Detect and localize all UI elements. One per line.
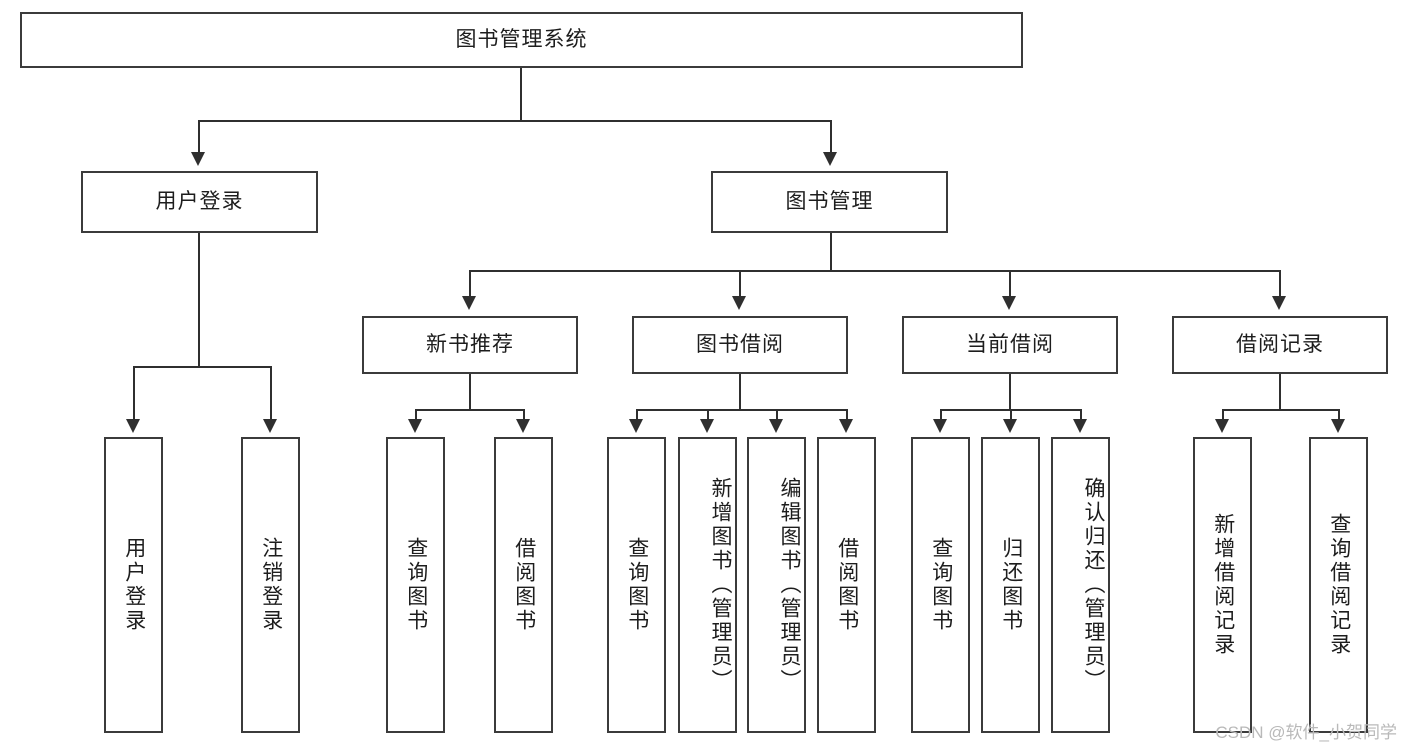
leaf-user-login-logout[interactable]: 注销登录 [241,437,300,733]
edge-drop-br-leaf-2 [1338,409,1340,421]
edge-drop-leaf-logout [270,366,272,421]
arrow-down-icon-cb-leaf-3 [1073,419,1087,433]
edge-level2-bus [198,120,832,122]
arrow-down-icon-book-borrow [732,296,746,310]
node-root-system[interactable]: 图书管理系统 [20,12,1023,68]
node-book-borrow[interactable]: 图书借阅 [632,316,848,374]
arrow-down-icon-cb-leaf-1 [933,419,947,433]
leaf-current-borrow-return-book[interactable]: 归还图书 [981,437,1040,733]
edge-drop-br-leaf-1 [1222,409,1224,421]
arrow-down-icon-nb-leaf-1 [408,419,422,433]
leaf-new-book-borrow-book[interactable]: 借阅图书 [494,437,553,733]
node-borrow-record[interactable]: 借阅记录 [1172,316,1388,374]
edge-drop-cb-leaf-2 [1010,409,1012,421]
edge-drop-current-borrow [1009,270,1011,298]
leaf-book-borrow-query-book[interactable]: 查询图书 [607,437,666,733]
arrow-down-icon-new-book [462,296,476,310]
edge-book-borrow-trunk [739,374,741,409]
arrow-down-icon-user-login [191,152,205,166]
arrow-down-icon-leaf-logout [263,419,277,433]
arrow-down-icon-bb-leaf-2 [700,419,714,433]
leaf-borrow-record-query-record[interactable]: 查询借阅记录 [1309,437,1368,733]
leaf-user-login-login[interactable]: 用户登录 [104,437,163,733]
edge-drop-bb-leaf-4 [846,409,848,421]
edge-drop-leaf-user-login [133,366,135,421]
edge-user-login-bus [133,366,270,368]
edge-drop-bb-leaf-2 [707,409,709,421]
arrow-down-icon-cb-leaf-2 [1003,419,1017,433]
edge-user-login-trunk [198,233,200,366]
leaf-book-borrow-borrow-book[interactable]: 借阅图书 [817,437,876,733]
arrow-down-icon-bb-leaf-4 [839,419,853,433]
edge-drop-nb-leaf-2 [523,409,525,421]
node-book-manage[interactable]: 图书管理 [711,171,948,233]
leaf-current-borrow-query-book[interactable]: 查询图书 [911,437,970,733]
edge-drop-borrow-record [1279,270,1281,298]
edge-root-trunk [520,68,522,120]
arrow-down-icon-br-leaf-2 [1331,419,1345,433]
arrow-down-icon-nb-leaf-2 [516,419,530,433]
edge-drop-bb-leaf-3 [776,409,778,421]
arrow-down-icon-leaf-user-login [126,419,140,433]
node-user-login[interactable]: 用户登录 [81,171,318,233]
edge-drop-cb-leaf-3 [1080,409,1082,421]
node-current-borrow[interactable]: 当前借阅 [902,316,1118,374]
edge-book-borrow-bus [636,409,848,411]
node-new-book-recommend[interactable]: 新书推荐 [362,316,578,374]
edge-borrow-record-bus [1222,409,1338,411]
leaf-current-borrow-confirm-return-admin[interactable]: 确认归还（管理员） [1051,437,1110,733]
edge-drop-user-login [198,120,200,154]
arrow-down-icon-br-leaf-1 [1215,419,1229,433]
edge-current-borrow-trunk [1009,374,1011,409]
edge-new-book-bus [415,409,525,411]
edge-drop-new-book [469,270,471,298]
leaf-book-borrow-add-book-admin[interactable]: 新增图书（管理员） [678,437,737,733]
arrow-down-icon-book-manage [823,152,837,166]
edge-borrow-record-trunk [1279,374,1281,409]
edge-drop-book-manage [830,120,832,154]
leaf-book-borrow-edit-book-admin[interactable]: 编辑图书（管理员） [747,437,806,733]
arrow-down-icon-bb-leaf-3 [769,419,783,433]
edge-book-manage-trunk [830,233,832,270]
edge-drop-book-borrow [739,270,741,298]
arrow-down-icon-borrow-record [1272,296,1286,310]
edge-drop-bb-leaf-1 [636,409,638,421]
edge-new-book-trunk [469,374,471,409]
edge-drop-cb-leaf-1 [940,409,942,421]
leaf-new-book-query-book[interactable]: 查询图书 [386,437,445,733]
edge-level3-bus [469,270,1281,272]
arrow-down-icon-bb-leaf-1 [629,419,643,433]
edge-drop-nb-leaf-1 [415,409,417,421]
arrow-down-icon-current-borrow [1002,296,1016,310]
leaf-borrow-record-add-record[interactable]: 新增借阅记录 [1193,437,1252,733]
